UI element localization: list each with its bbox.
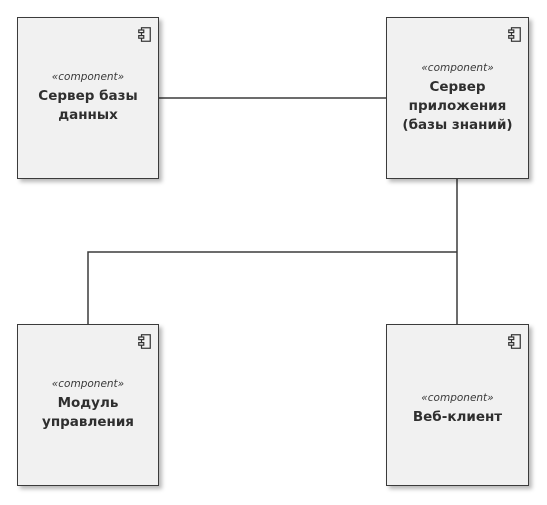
stereotype-label: «component» [421,61,494,74]
component-name: Модуль управления [42,394,134,432]
component-web-client[interactable]: «component» Веб-клиент [386,324,529,486]
component-name-line: данных [58,107,118,123]
component-icon [508,27,521,42]
stereotype-label: «component» [421,391,494,404]
component-name-line: Веб-клиент [412,408,503,425]
stereotype-label: «component» [51,378,125,390]
component-icon [508,334,521,349]
connector-app-module [87,251,457,324]
component-name-line: приложения [408,97,507,114]
stereotype-label: «component» [51,71,125,83]
component-name: Сервер приложения (базы знаний) [402,78,512,135]
component-icon [138,27,151,42]
component-name-line: Модуль [57,395,119,411]
component-name-line: управления [42,414,134,430]
component-application-server[interactable]: «component» Сервер приложения (базы знан… [386,17,529,179]
component-name: Веб-клиент [413,408,502,427]
component-name-line: Сервер базы [38,88,138,104]
component-name-line: (базы знаний) [402,116,513,133]
component-name-line: Сервер [429,78,486,95]
component-name: Сервер базы данных [38,87,137,125]
component-control-module[interactable]: «component» Модуль управления [17,324,159,486]
component-icon [138,334,151,349]
component-database-server[interactable]: «component» Сервер базы данных [17,17,159,179]
